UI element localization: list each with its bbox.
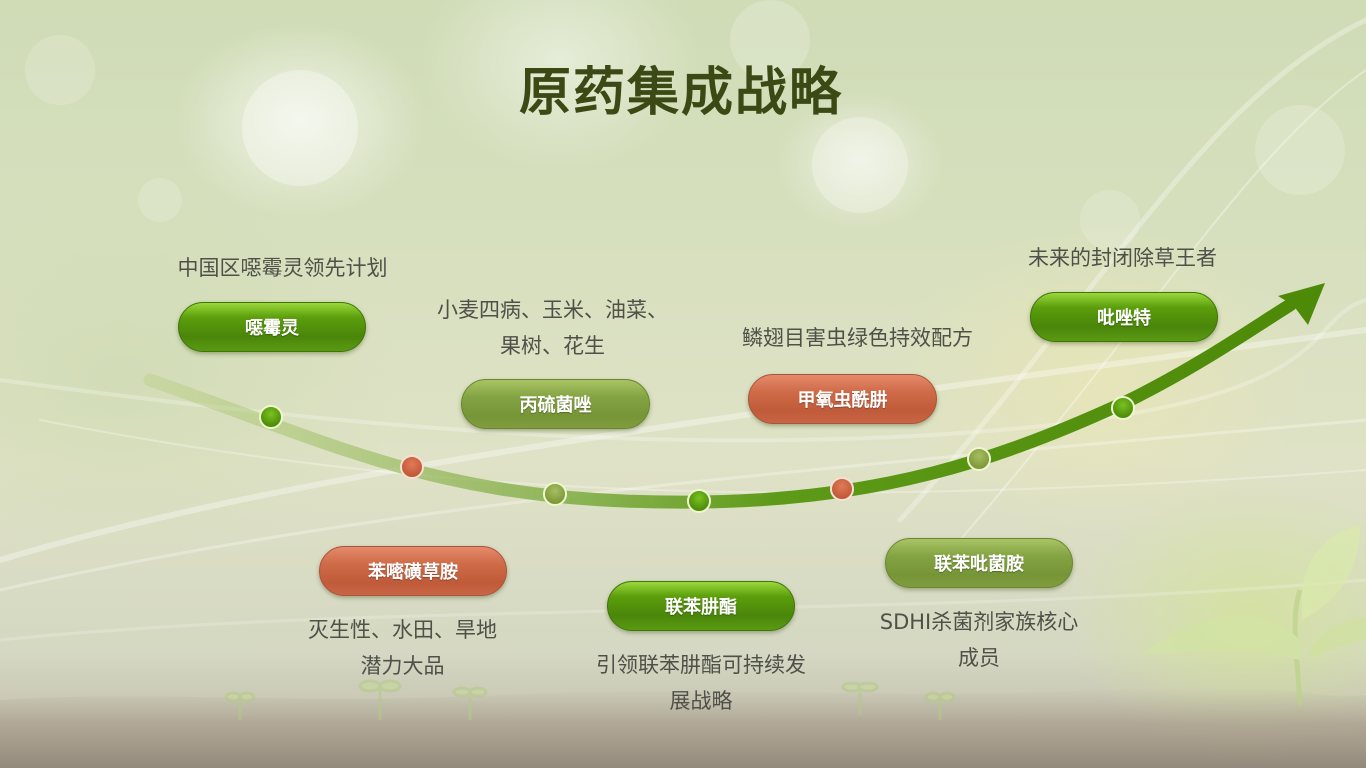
milestone-label: 联苯肼酯 [665, 597, 737, 618]
timeline-node-icon [1111, 396, 1135, 420]
milestone-pill-methoxyfenozide[interactable]: 甲氧虫酰肼 [748, 374, 937, 424]
description-line: 鳞翅目害虫绿色持效配方 [742, 326, 973, 350]
timeline-node-icon [830, 477, 854, 501]
milestone-label: 甲氧虫酰肼 [797, 390, 888, 411]
milestone-description: 小麦四病、玉米、油菜、 果树、花生 [400, 292, 705, 364]
milestone-description: 灭生性、水田、旱地 潜力大品 [270, 612, 535, 684]
page-title: 原药集成战略 [518, 63, 843, 123]
milestone-pill-exhymexazol[interactable]: 噁霉灵 [178, 302, 366, 352]
timeline-node-icon [687, 489, 711, 513]
milestone-pill-bixafen[interactable]: 联苯吡菌胺 [885, 538, 1073, 588]
timeline-node-icon [400, 455, 424, 479]
timeline-node-icon [543, 482, 567, 506]
seedling-icon [1140, 525, 1366, 706]
description-line: 中国区噁霉灵领先计划 [177, 256, 388, 280]
milestone-pill-pyrazole[interactable]: 吡唑特 [1030, 292, 1218, 342]
description-line: 成员 [958, 646, 1000, 670]
description-line: 展战略 [669, 689, 733, 713]
description-line: 潜力大品 [360, 654, 445, 678]
milestone-label: 噁霉灵 [245, 318, 299, 339]
description-line: 灭生性、水田、旱地 [308, 618, 497, 642]
description-line: 小麦四病、玉米、油菜、 [437, 298, 668, 322]
description-line: 引领联苯肼酯可持续发 [596, 653, 806, 677]
milestone-label: 苯嘧磺草胺 [368, 562, 458, 583]
description-line: 未来的封闭除草王者 [1028, 246, 1217, 270]
description-line: SDHI杀菌剂家族核心 [879, 610, 1079, 634]
timeline-node-icon [259, 405, 283, 429]
timeline-node-icon [967, 447, 991, 471]
milestone-description: 未来的封闭除草王者 [995, 240, 1250, 276]
milestone-label: 吡唑特 [1097, 308, 1151, 329]
milestone-description: 引领联苯肼酯可持续发 展战略 [560, 647, 842, 719]
description-line: 果树、花生 [500, 334, 605, 358]
milestone-pill-prothioconazole[interactable]: 丙硫菌唑 [461, 379, 650, 429]
milestone-description: SDHI杀菌剂家族核心 成员 [845, 604, 1113, 676]
milestone-description: 鳞翅目害虫绿色持效配方 [700, 320, 1015, 356]
milestone-pill-bifenazate[interactable]: 联苯肼酯 [607, 581, 795, 631]
milestone-description: 中国区噁霉灵领先计划 [140, 250, 425, 286]
milestone-label: 丙硫菌唑 [519, 395, 592, 416]
milestone-pill-saflufenacil[interactable]: 苯嘧磺草胺 [319, 546, 507, 596]
growth-arrow-icon [143, 283, 1325, 509]
milestone-label: 联苯吡菌胺 [934, 554, 1024, 575]
